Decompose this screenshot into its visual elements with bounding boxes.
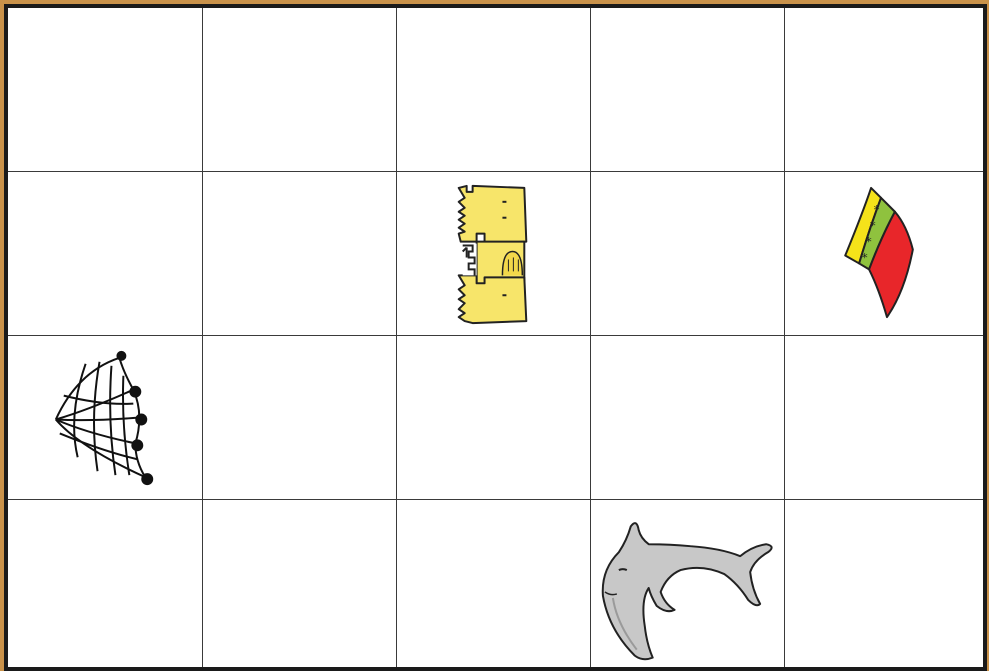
sandcastle-icon[interactable] [397,172,590,335]
svg-text:*: * [861,250,868,264]
fishing-net-icon[interactable] [8,336,202,499]
cell-r3-c0[interactable] [8,500,203,667]
cell-r0-c0[interactable] [8,8,203,172]
dolphin-icon[interactable] [591,500,784,667]
cell-r0-c1[interactable] [203,8,397,172]
cell-r1-c1[interactable] [203,172,397,336]
cell-r3-c1[interactable] [203,500,397,667]
cell-r2-c2[interactable] [397,336,591,500]
svg-text:*: * [869,219,876,233]
cell-r2-c3[interactable] [591,336,785,500]
cell-r0-c2[interactable] [397,8,591,172]
cell-r3-c4[interactable] [785,500,983,667]
svg-text:*: * [865,235,872,249]
cell-r3-c2[interactable] [397,500,591,667]
beach-towel-icon[interactable]: * * * * [785,172,983,335]
board-grid: * * * * [8,8,983,667]
cell-r1-c0[interactable] [8,172,203,336]
cell-r2-c4[interactable] [785,336,983,500]
cell-r1-c2[interactable] [397,172,591,336]
cell-r0-c3[interactable] [591,8,785,172]
cell-r1-c3[interactable] [591,172,785,336]
cell-r2-c1[interactable] [203,336,397,500]
cell-r3-c3[interactable] [591,500,785,667]
cell-r2-c0[interactable] [8,336,203,500]
svg-text:*: * [873,203,880,217]
cell-r0-c4[interactable] [785,8,983,172]
game-board: * * * * [4,4,987,671]
cell-r1-c4[interactable]: * * * * [785,172,983,336]
